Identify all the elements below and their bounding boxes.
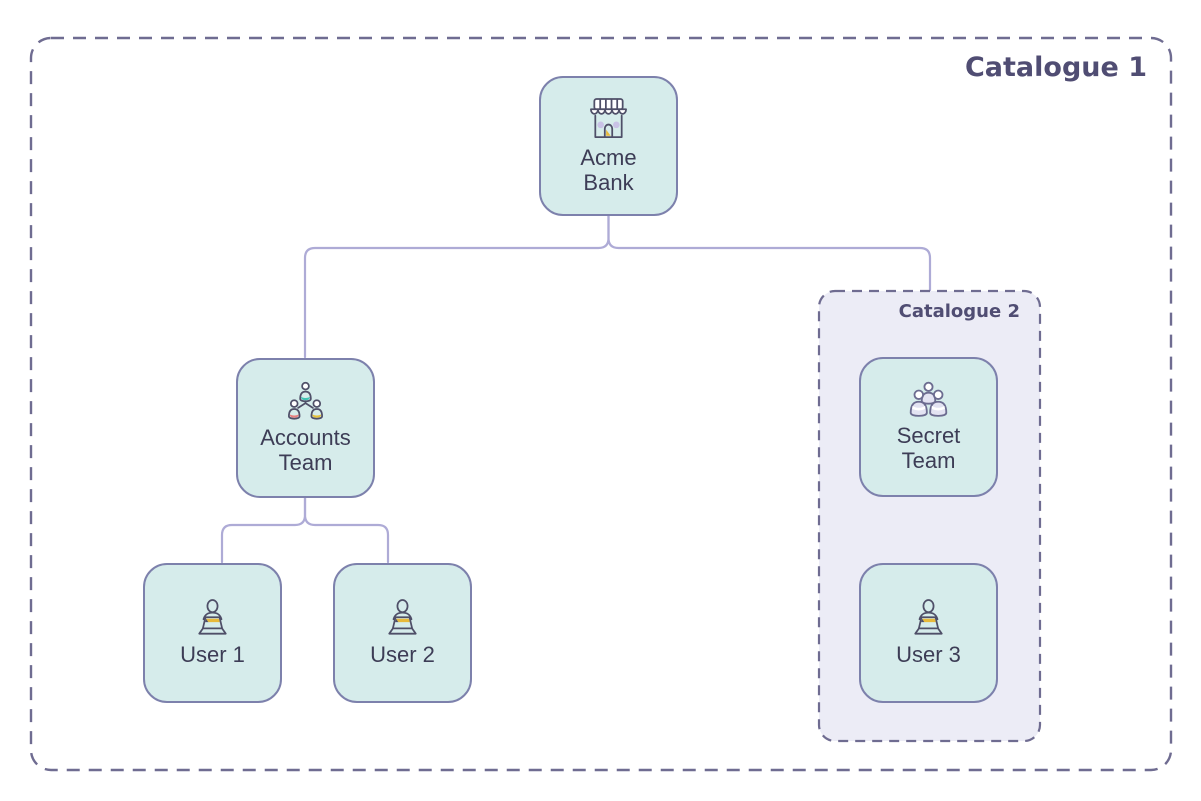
connector-accounts-to-user-2 <box>303 496 390 564</box>
person-laptop-icon <box>379 598 426 637</box>
connector-acme-to-accounts <box>303 214 610 359</box>
connector-acme-to-catalogue-2 <box>607 214 932 292</box>
person-laptop-icon <box>905 598 952 637</box>
node-label-acme-bank: Acme Bank <box>580 144 637 195</box>
storefront-icon <box>586 97 631 140</box>
node-label-accounts-team: Accounts Team <box>260 424 351 475</box>
catalogue-1-container <box>29 36 1173 772</box>
connector-accounts-to-user-1 <box>220 496 307 564</box>
team-hierarchy-icon <box>285 381 326 420</box>
person-laptop-icon <box>189 598 236 637</box>
node-user-2: User 2 <box>333 563 472 703</box>
node-user-3: User 3 <box>859 563 998 703</box>
node-label-user-1: User 1 <box>180 642 245 668</box>
node-user-1: User 1 <box>143 563 282 703</box>
node-label-user-2: User 2 <box>370 642 435 668</box>
node-label-secret-team: Secret Team <box>896 422 961 473</box>
node-label-user-3: User 3 <box>896 642 961 668</box>
node-secret-team: Secret Team <box>859 357 998 497</box>
catalogue-2-title: Catalogue 2 <box>898 301 1020 322</box>
node-accounts-team: Accounts Team <box>236 358 375 498</box>
people-group-icon <box>906 381 951 418</box>
catalogue-1-title: Catalogue 1 <box>964 52 1147 83</box>
node-acme-bank: Acme Bank <box>539 76 678 216</box>
